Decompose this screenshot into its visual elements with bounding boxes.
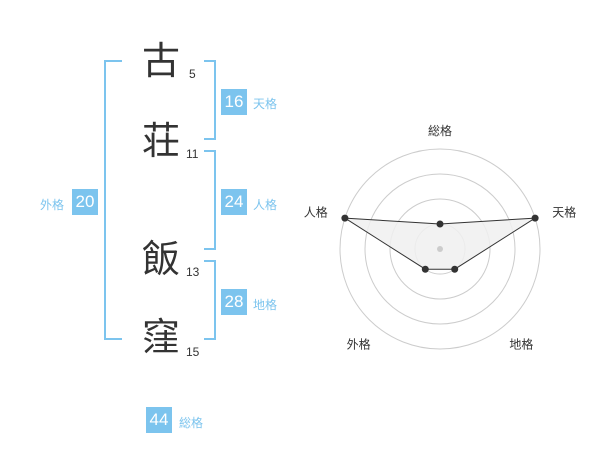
name-char-2: 荘 bbox=[142, 119, 181, 163]
name-char-4: 窪 bbox=[142, 315, 181, 359]
radar-center-dot bbox=[437, 246, 443, 252]
chikaku-label: 地格 bbox=[253, 298, 278, 312]
radar-point-1 bbox=[436, 220, 444, 228]
radar-grid-ring-2 bbox=[389, 198, 491, 300]
name-char-1: 古 bbox=[142, 39, 181, 83]
radar-data-polygon bbox=[344, 217, 536, 270]
radar-point-2 bbox=[531, 214, 539, 222]
tenkaku-value-badge: 16 bbox=[221, 89, 247, 115]
gaikaku-bracket bbox=[104, 60, 122, 340]
radar-grid-ring-4 bbox=[339, 148, 541, 350]
radar-axis-label-4: 外格 bbox=[347, 336, 371, 351]
gaikaku-label: 外格 bbox=[40, 198, 65, 212]
stroke-count-4: 15 bbox=[186, 345, 200, 359]
chikaku-bracket bbox=[204, 260, 216, 340]
radar-axis-label-3: 地格 bbox=[509, 336, 533, 351]
jinkaku-label: 人格 bbox=[253, 198, 278, 212]
radar-axis-label-5: 人格 bbox=[304, 205, 328, 220]
name-char-3: 飯 bbox=[142, 237, 181, 281]
stroke-count-3: 13 bbox=[186, 265, 200, 279]
radar-axis-label-1: 総格 bbox=[428, 123, 452, 138]
radar-point-4 bbox=[421, 265, 429, 273]
radar-axis-label-2: 天格 bbox=[552, 205, 576, 220]
stroke-count-2: 11 bbox=[186, 147, 199, 161]
soukaku-value-badge: 44 bbox=[146, 407, 172, 433]
soukaku-label: 総格 bbox=[179, 416, 204, 430]
gaikaku-value-badge: 20 bbox=[72, 189, 98, 215]
stroke-count-1: 5 bbox=[189, 67, 196, 81]
radar-point-5 bbox=[341, 214, 349, 222]
tenkaku-label: 天格 bbox=[253, 97, 278, 111]
radar-grid-ring-3 bbox=[364, 173, 516, 325]
jinkaku-value-badge: 24 bbox=[221, 189, 247, 215]
tenkaku-bracket bbox=[204, 60, 216, 140]
chikaku-value-badge: 28 bbox=[221, 289, 247, 315]
radar-point-3 bbox=[451, 265, 459, 273]
jinkaku-bracket bbox=[204, 150, 216, 250]
